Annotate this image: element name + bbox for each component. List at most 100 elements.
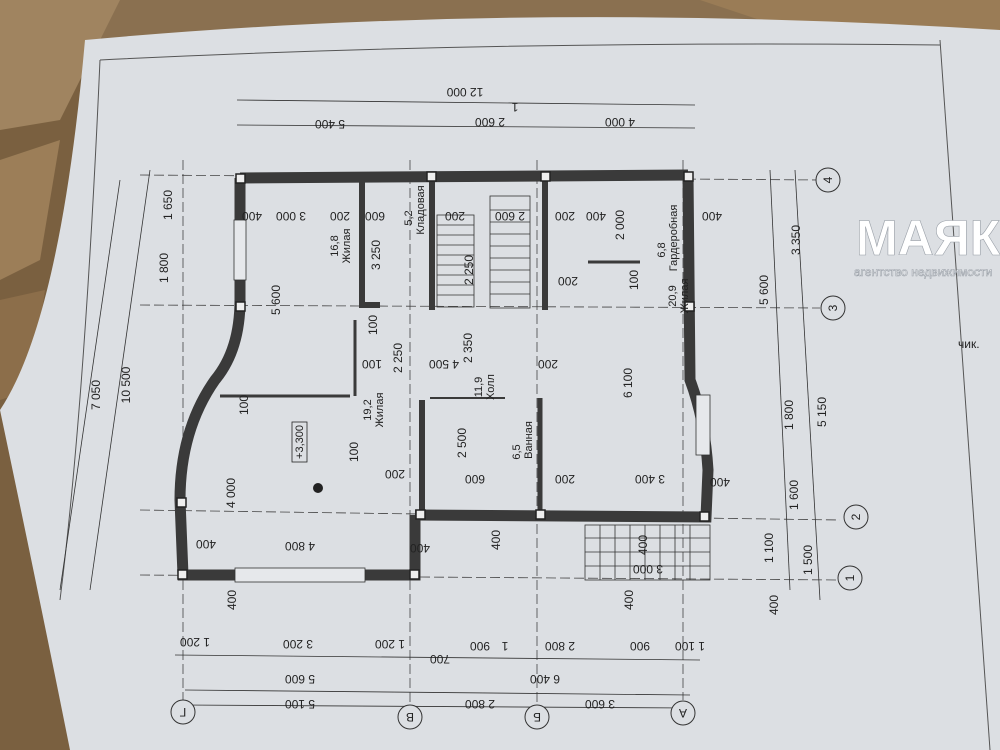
room-area: 6,8 bbox=[656, 242, 668, 257]
dim-label: 1 200 bbox=[375, 637, 405, 651]
dim-label: 3 600 bbox=[585, 697, 615, 711]
dim-label: 5 600 bbox=[757, 275, 771, 305]
dim-label: 4 000 bbox=[605, 115, 635, 129]
dim-label: 200 bbox=[538, 357, 558, 371]
dim-label: 3 400 bbox=[635, 472, 665, 486]
room-name: Гардеробная bbox=[668, 205, 680, 272]
dim-label: 1 500 bbox=[801, 545, 815, 575]
dim-label: 5 400 bbox=[315, 117, 345, 131]
dim-label: 200 bbox=[558, 274, 578, 288]
dim-label: 1 600 bbox=[787, 480, 801, 510]
dim-label: 1 650 bbox=[161, 190, 175, 220]
columns bbox=[176, 171, 710, 580]
dim-label: 400 bbox=[489, 530, 503, 550]
dim-label: 5 600 bbox=[269, 285, 283, 315]
dim-label: 2 500 bbox=[455, 428, 469, 458]
room-name: Холл bbox=[485, 374, 497, 400]
dim-label: 200 bbox=[330, 209, 350, 223]
dim-label: 1 100 bbox=[675, 639, 705, 653]
dim-label: 200 bbox=[445, 209, 465, 223]
stamp-fragment: чик. bbox=[958, 337, 980, 351]
dim-label: 6 100 bbox=[621, 368, 635, 398]
dim-label: 7 050 bbox=[89, 380, 103, 410]
stairs bbox=[436, 195, 531, 309]
dim-label: 3 200 bbox=[283, 637, 313, 651]
dim-label: 700 bbox=[430, 652, 450, 666]
dim-label: 100 bbox=[366, 315, 380, 335]
watermark: МАЯК агентство недвижимости bbox=[854, 210, 1000, 280]
dim-label: 200 bbox=[555, 472, 575, 486]
dim-label: 1 100 bbox=[762, 533, 776, 563]
porch-hatch bbox=[584, 524, 711, 581]
dim-label: 3 250 bbox=[369, 240, 383, 270]
axis-bubbles-bottom bbox=[170, 699, 696, 730]
axis-label: 1 bbox=[843, 574, 857, 581]
room-area: 6,5 bbox=[511, 444, 523, 459]
paper-sheet bbox=[0, 17, 1000, 750]
left-dimensions: 1 650 1 800 10 500 7 050 400 bbox=[89, 190, 239, 610]
axis-label: 4 bbox=[821, 176, 835, 183]
bottom-dimensions: 1 200 3 200 1 200 900 2 800 900 1 100 1 … bbox=[180, 635, 705, 711]
dim-label: 12 000 bbox=[446, 85, 483, 99]
dim-label: 400 bbox=[767, 595, 781, 615]
dim-label: 900 bbox=[630, 639, 650, 653]
dim-label: 1 800 bbox=[157, 253, 171, 283]
dim-label: 400 bbox=[586, 209, 606, 223]
dim-label: 5 100 bbox=[285, 697, 315, 711]
dim-label: 100 bbox=[362, 357, 382, 371]
dim-label: 400 bbox=[710, 475, 730, 489]
dim-label: 4 500 bbox=[429, 357, 459, 371]
inner-dimensions: 400 3 000 200 600 200 2 600 200 400 400 … bbox=[196, 209, 730, 610]
dim-label: 400 bbox=[196, 537, 216, 551]
axis-label: Г bbox=[179, 705, 186, 719]
top-dimensions: 12 000 5 400 2 600 4 000 1 bbox=[315, 85, 635, 131]
dimension-lines bbox=[59, 99, 821, 709]
dim-label: 900 bbox=[470, 639, 490, 653]
dim-label: 600 bbox=[365, 209, 385, 223]
watermark-tagline: агентство недвижимости bbox=[854, 265, 992, 279]
dim-label: 400 bbox=[636, 535, 650, 555]
windows bbox=[233, 219, 711, 583]
dim-label: 4 800 bbox=[285, 539, 315, 553]
dim-label: 2 250 bbox=[462, 255, 476, 285]
room-labels: 16,8 Жилая 5,2 Кладовая 6,8 Гардеробная … bbox=[291, 185, 691, 463]
room-name: Ванная bbox=[523, 421, 535, 459]
dim-label: 6 400 bbox=[530, 672, 560, 686]
dim-label: 400 bbox=[225, 590, 239, 610]
dim-label: 5 150 bbox=[815, 397, 829, 427]
section-mark: 1 bbox=[511, 100, 518, 114]
dim-label: 400 bbox=[242, 209, 262, 223]
level-mark: +3,300 bbox=[294, 425, 306, 459]
dim-label: 400 bbox=[622, 590, 636, 610]
axis-label: А bbox=[679, 706, 687, 720]
dim-label: 400 bbox=[410, 541, 430, 555]
axis-label: 3 bbox=[826, 304, 840, 311]
axis-label: Б bbox=[533, 710, 541, 724]
axis-label: В bbox=[406, 710, 414, 724]
watermark-brand: МАЯК bbox=[856, 210, 1000, 266]
room-area: 19,2 bbox=[362, 399, 374, 420]
dim-label: 200 bbox=[555, 209, 575, 223]
room-area: 16,8 bbox=[329, 235, 341, 256]
room-name: Жилая bbox=[341, 229, 353, 264]
dim-label: 2 250 bbox=[391, 343, 405, 373]
dim-label: 2 800 bbox=[465, 697, 495, 711]
axis-bubbles-right bbox=[815, 167, 869, 591]
right-dimensions: 3 350 5 600 1 800 5 150 1 600 1 100 1 50… bbox=[757, 225, 829, 615]
room-name: Жилая bbox=[679, 279, 691, 314]
dim-label: 600 bbox=[465, 472, 485, 486]
dim-label: 100 bbox=[347, 442, 361, 462]
dim-label: 1 800 bbox=[782, 400, 796, 430]
dim-label: 3 350 bbox=[789, 225, 803, 255]
room-area: 11,9 bbox=[473, 377, 485, 398]
dim-label: 2 800 bbox=[545, 639, 575, 653]
dim-label: 5 600 bbox=[285, 672, 315, 686]
dim-label: 2 000 bbox=[613, 210, 627, 240]
room-name: Жилая bbox=[374, 393, 386, 428]
room-area: 20,9 bbox=[667, 285, 679, 306]
dim-label: 2 600 bbox=[475, 115, 505, 129]
axis-label: 2 bbox=[849, 513, 863, 520]
dim-label: 10 500 bbox=[119, 366, 133, 403]
dim-label: 400 bbox=[702, 209, 722, 223]
